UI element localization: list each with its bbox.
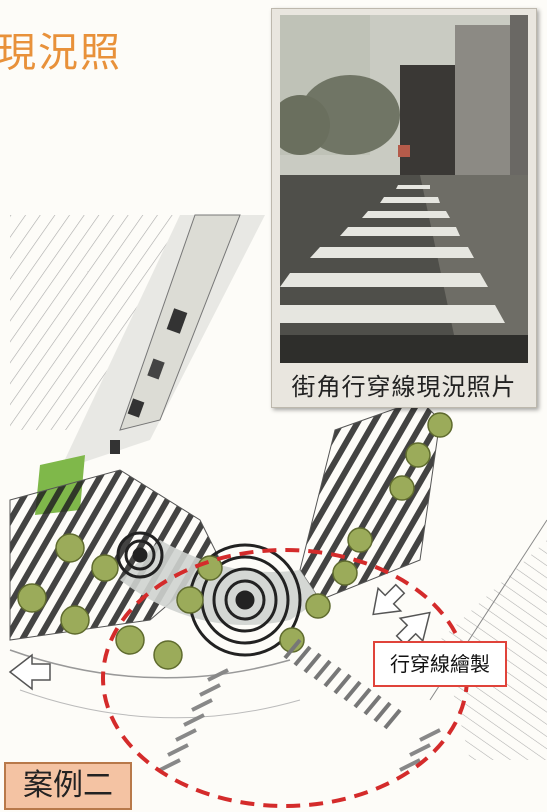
page-heading: 現況照 xyxy=(0,30,122,76)
arrow-icon xyxy=(8,583,431,691)
street-photo-frame: 街角行穿線現況照片 xyxy=(271,8,537,408)
crosswalk-icon xyxy=(283,638,402,730)
photo-caption: 街角行穿線現況照片 xyxy=(291,373,517,401)
crosswalk-callout-label: 行穿線繪製 xyxy=(373,641,507,687)
roadway-hatch-left xyxy=(10,215,200,430)
tree-icon xyxy=(17,412,453,670)
case-label: 案例二 xyxy=(4,762,132,810)
street-photo xyxy=(280,15,528,363)
plaza-band-right xyxy=(300,400,440,600)
circle-feature-left xyxy=(116,531,164,579)
